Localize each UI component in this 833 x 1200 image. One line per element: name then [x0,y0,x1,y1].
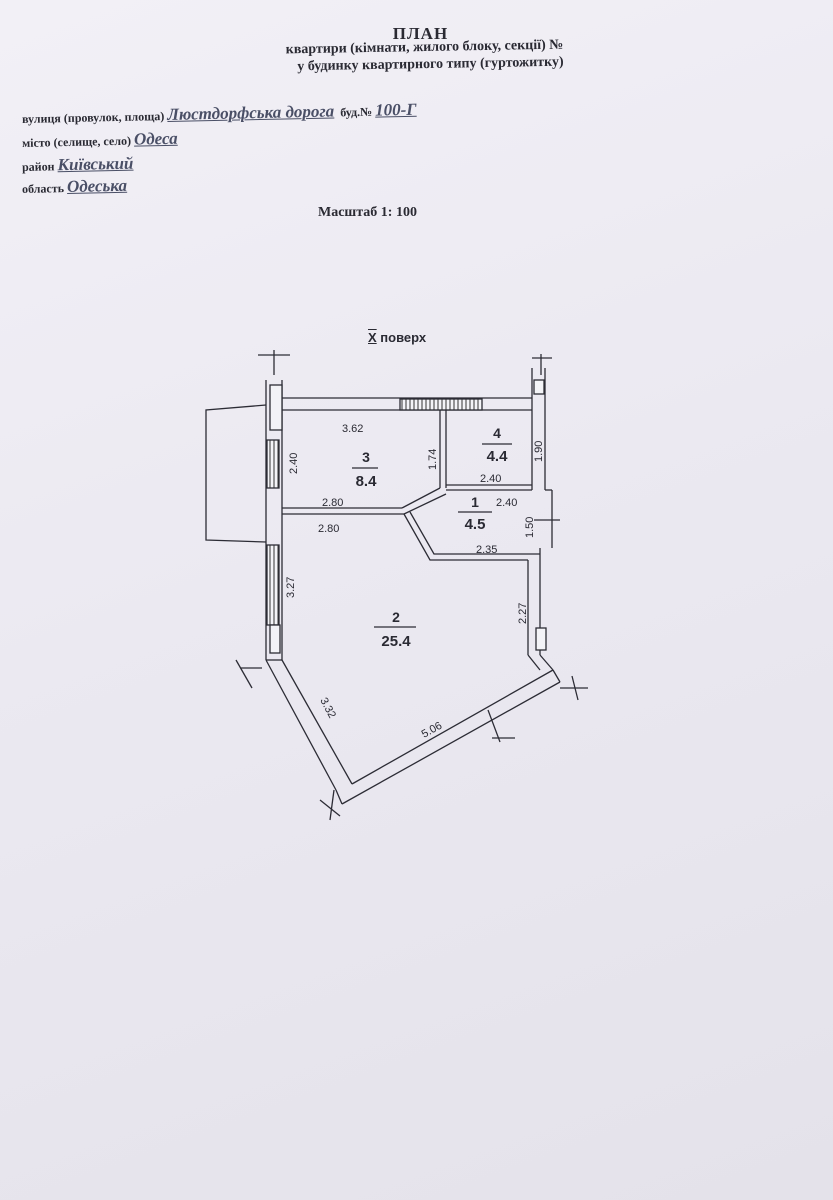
dim-r3-left: 2.40 [288,453,300,474]
room-3-number: 3 [362,449,370,465]
room-1-area: 4.5 [465,516,486,533]
floor-label: X поверх [368,330,426,345]
floor-number: X [368,330,377,345]
scale-label: Масштаб 1: 100 [318,205,417,220]
dim-r3-bottom: 2.80 [322,497,343,509]
room-4-area: 4.4 [487,448,509,465]
floor-word: поверх [380,330,427,345]
document-title: ПЛАН [392,24,449,43]
dim-r2-diag-bottom: 5.06 [420,720,445,741]
dim-r2-right: 2.27 [517,603,529,624]
room-2-number: 2 [392,609,400,625]
room-3-area: 8.4 [356,473,378,490]
dim-r4-right: 1.90 [533,441,545,462]
dim-r3-right: 1.74 [427,449,439,470]
room-4-number: 4 [493,425,501,441]
dim-r2-left: 3.27 [285,577,297,598]
dim-r3-top: 3.62 [342,423,363,435]
room-2-area: 25.4 [381,633,411,650]
dim-r1-bottom: 2.35 [476,544,497,556]
dim-r1-right: 1.50 [524,517,536,538]
room-1-number: 1 [471,494,479,510]
dim-r2-top: 2.80 [318,523,339,535]
dim-r4-bottom: 2.40 [480,473,501,485]
dim-r1-top: 2.40 [496,497,517,509]
dim-r2-diag-left: 3.32 [317,696,338,721]
